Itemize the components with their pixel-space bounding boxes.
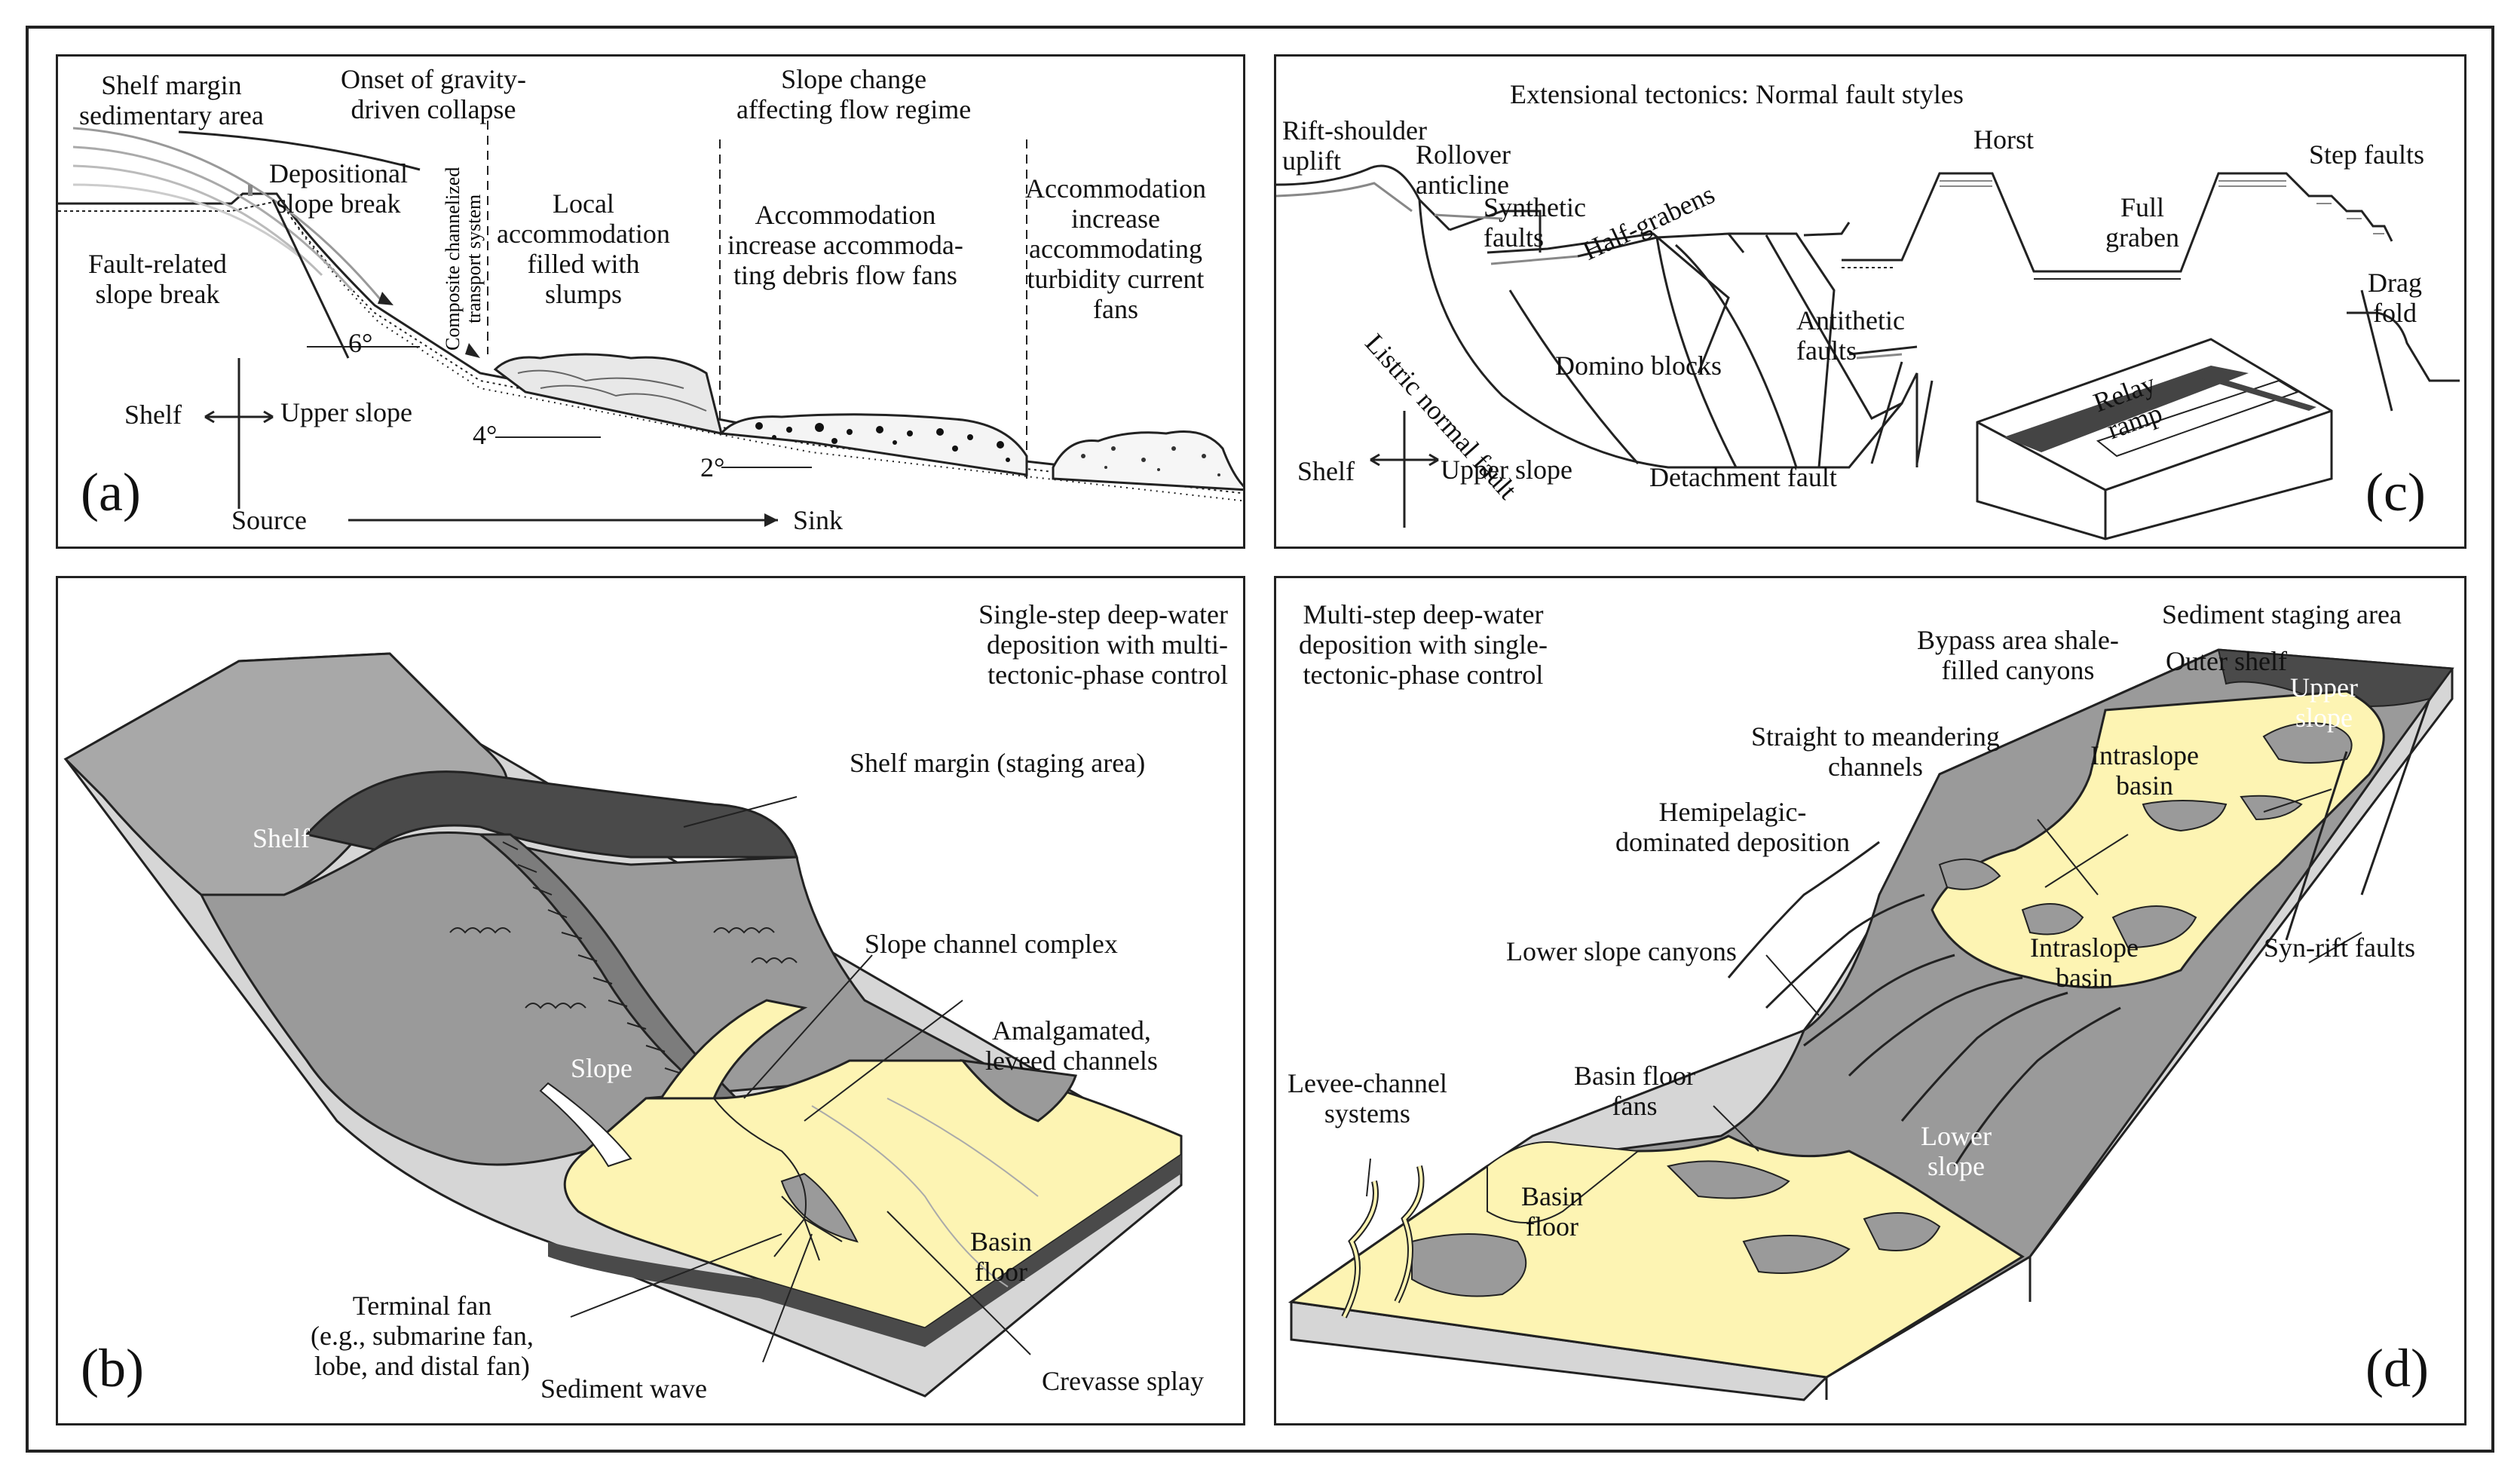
label-d-lower-slope: Lower slope bbox=[1921, 1121, 1992, 1181]
label-onset: Onset of gravity- driven collapse bbox=[341, 64, 526, 124]
label-d-outer-shelf: Outer shelf bbox=[2166, 646, 2287, 676]
label-b-terminal-fan: Terminal fan (e.g., submarine fan, lobe,… bbox=[311, 1291, 534, 1381]
panel-a: Shelf margin sedimentary area Onset of g… bbox=[56, 54, 1245, 549]
panel-d-drawing bbox=[1288, 648, 2454, 1401]
label-d-hemipelagic: Hemipelagic- dominated deposition bbox=[1615, 797, 1850, 857]
panel-d-title: Multi-step deep-water deposition with si… bbox=[1299, 599, 1548, 690]
label-b-shelf: Shelf bbox=[253, 823, 310, 853]
label-full-graben: Full graben bbox=[2105, 192, 2179, 253]
label-domino: Domino blocks bbox=[1555, 351, 1722, 381]
label-fault-related-break: Fault-related slope break bbox=[88, 249, 227, 309]
label-d-basin-floor: Basin floor bbox=[1521, 1181, 1584, 1242]
label-drag-fold: Drag fold bbox=[2368, 268, 2422, 328]
label-antithetic: Antithetic faults bbox=[1796, 305, 1905, 366]
label-d-lower-slope-canyons: Lower slope canyons bbox=[1506, 936, 1737, 966]
label-b-basin-floor: Basin floor bbox=[970, 1226, 1033, 1287]
panel-b-label: (b) bbox=[81, 1338, 144, 1398]
label-d-basin-floor-fans: Basin floor fans bbox=[1574, 1061, 1695, 1121]
label-d-straight-meandering: Straight to meandering channels bbox=[1751, 721, 2000, 782]
label-synthetic: Synthetic faults bbox=[1484, 192, 1586, 253]
label-d-sediment-staging: Sediment staging area bbox=[2162, 599, 2402, 629]
label-angle-2: 2° bbox=[700, 452, 725, 482]
panel-b-drawing bbox=[63, 652, 1183, 1398]
label-d-syn-rift: Syn-rift faults bbox=[2264, 932, 2415, 963]
label-d-bypass: Bypass area shale- filled canyons bbox=[1917, 625, 2119, 685]
label-shelf: Shelf bbox=[124, 400, 182, 430]
panel-b-title: Single-step deep-water deposition with m… bbox=[978, 599, 1228, 690]
label-local-accommodation: Local accommodation filled with slumps bbox=[497, 188, 670, 309]
panel-d: Multi-step deep-water deposition with si… bbox=[1274, 576, 2466, 1425]
label-b-crevasse: Crevasse splay bbox=[1042, 1366, 1204, 1396]
label-step-faults: Step faults bbox=[2309, 139, 2424, 170]
label-sink: Sink bbox=[793, 505, 844, 535]
label-b-amalgamated: Amalgamated, leveed channels bbox=[985, 1015, 1158, 1076]
label-rift-shoulder: Rift-shoulder uplift bbox=[1282, 115, 1427, 176]
label-d-upper-slope: Upper slope bbox=[2290, 672, 2358, 733]
panel-c-label: (c) bbox=[2365, 462, 2426, 522]
label-angle-4: 4° bbox=[473, 420, 498, 450]
panel-a-label: (a) bbox=[81, 462, 141, 522]
label-b-slope: Slope bbox=[571, 1053, 633, 1083]
label-rollover: Rollover anticline bbox=[1416, 139, 1511, 200]
label-d-levee-channel: Levee-channel systems bbox=[1288, 1068, 1447, 1128]
label-depositional-break: Depositional slope break bbox=[269, 158, 408, 219]
panel-a-drawing bbox=[58, 121, 1243, 527]
panel-c-drawing bbox=[1276, 164, 2460, 540]
label-horst: Horst bbox=[1973, 124, 2034, 155]
label-b-shelf-margin: Shelf margin (staging area) bbox=[850, 748, 1146, 778]
panel-b: Single-step deep-water deposition with m… bbox=[56, 576, 1245, 1425]
label-d-intraslope-basin-1: Intraslope basin bbox=[2090, 740, 2199, 801]
label-accommodation-turbidity: Accommodation increase accommodating tur… bbox=[1025, 173, 1206, 324]
label-slope-change: Slope change affecting flow regime bbox=[736, 64, 972, 124]
panel-c: Extensional tectonics: Normal fault styl… bbox=[1274, 54, 2466, 549]
panel-d-label: (d) bbox=[2365, 1338, 2429, 1398]
label-shelf-margin: Shelf margin sedimentary area bbox=[79, 70, 264, 130]
label-detachment: Detachment fault bbox=[1649, 462, 1837, 492]
label-composite-system: Composite channelized transport system bbox=[442, 167, 485, 351]
panel-c-title: Extensional tectonics: Normal fault styl… bbox=[1510, 79, 1964, 109]
label-c-shelf: Shelf bbox=[1297, 456, 1355, 486]
figure-frame bbox=[26, 26, 2494, 1453]
label-b-sediment-wave: Sediment wave bbox=[540, 1373, 707, 1404]
label-upper-slope: Upper slope bbox=[280, 397, 412, 427]
label-b-slope-channel: Slope channel complex bbox=[865, 929, 1118, 959]
label-accommodation-debris: Accommodation increase accommoda- ting d… bbox=[727, 200, 963, 290]
label-angle-6: 6° bbox=[348, 328, 373, 358]
label-source: Source bbox=[231, 505, 307, 535]
label-c-upper-slope: Upper slope bbox=[1441, 455, 1572, 485]
label-d-intraslope-basin-2: Intraslope basin bbox=[2030, 932, 2139, 993]
